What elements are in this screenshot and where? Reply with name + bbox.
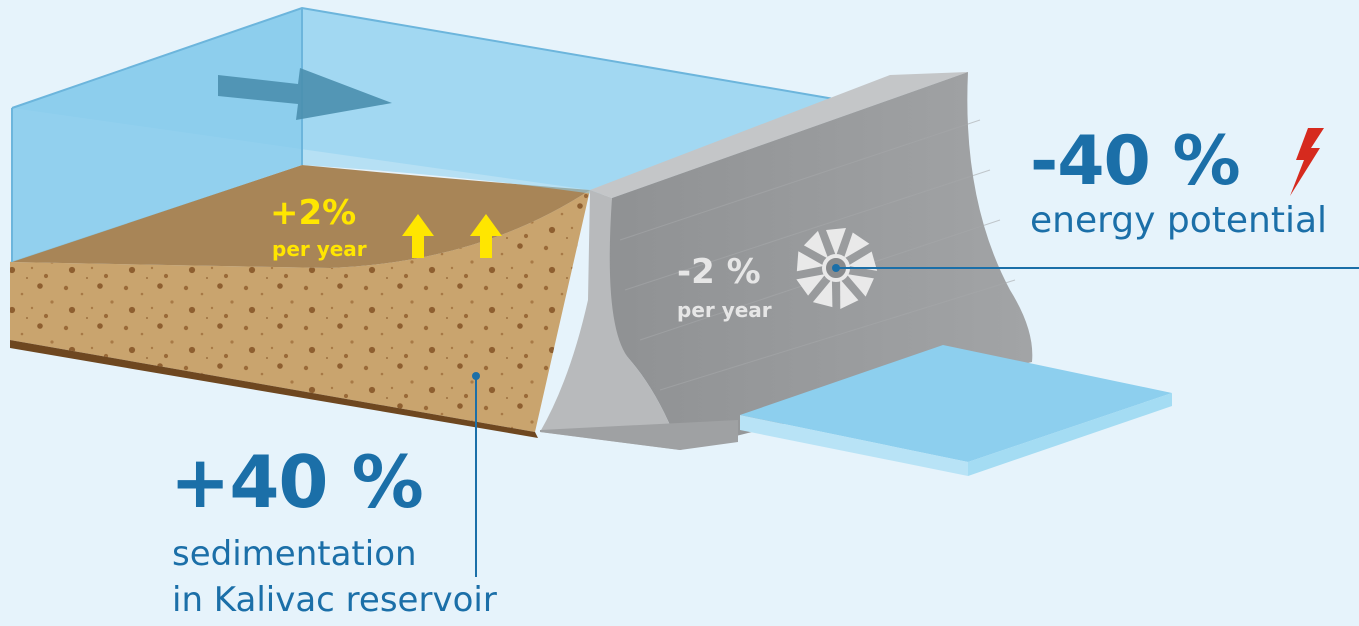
up-arrow-icon xyxy=(402,214,502,258)
turbine-icon xyxy=(796,228,878,310)
energy-label: energy potential xyxy=(1030,200,1328,241)
sediment-leader-dot xyxy=(472,372,480,380)
bedrock-strip xyxy=(10,340,538,438)
outflow-edge xyxy=(740,415,968,476)
energy-value: -40 % xyxy=(1030,122,1241,201)
outflow-top xyxy=(740,345,1172,462)
sediment-rate-unit: per year xyxy=(272,237,367,261)
sediment-rate-value: +2% xyxy=(270,193,357,233)
water-top xyxy=(12,8,840,262)
turbine-rate-value: -2 % xyxy=(677,252,761,292)
sedimentation-value: +40 % xyxy=(170,440,424,524)
turbine-rate-unit: per year xyxy=(677,298,772,322)
sedimentation-line2: in Kalivac reservoir xyxy=(172,580,497,620)
sediment-top xyxy=(10,165,590,268)
dam-side xyxy=(540,190,680,450)
sedimentation-line1: sedimentation xyxy=(172,534,417,574)
flow-arrow-icon xyxy=(218,68,392,120)
dam-base xyxy=(540,420,738,450)
dam-top xyxy=(590,72,968,198)
lightning-icon xyxy=(1290,128,1324,196)
